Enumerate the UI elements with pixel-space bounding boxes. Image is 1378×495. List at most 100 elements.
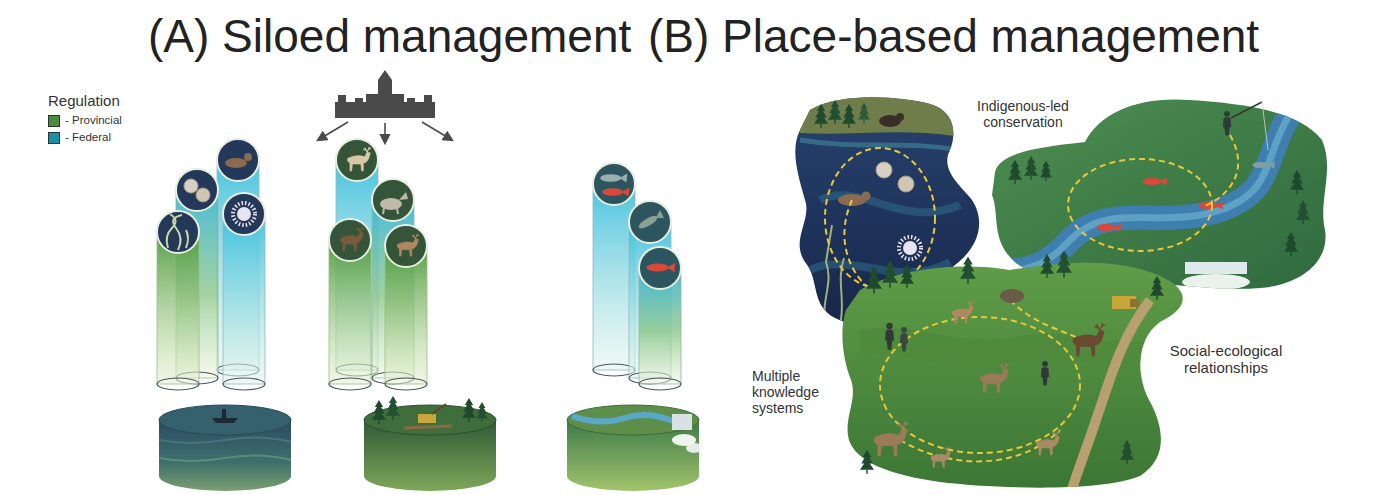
species-column [225, 158, 247, 168]
legend-text: - Federal [65, 131, 111, 145]
legend-swatch [48, 132, 60, 144]
species-column [167, 214, 188, 250]
forest-scene [900, 264, 914, 288]
forest-base-disc [432, 404, 446, 414]
species-column [385, 225, 427, 267]
river-scene [1290, 170, 1304, 194]
theme-label: Multiple knowledge systems [752, 368, 832, 416]
coastal-scene [842, 104, 856, 128]
species-column [176, 169, 218, 211]
coastal-scene [858, 103, 870, 123]
forest-scene [900, 327, 908, 352]
species-column [383, 208, 398, 214]
mandate-arrow [318, 122, 348, 140]
species-column [233, 203, 255, 225]
river-scene [1205, 135, 1238, 206]
forest-base-disc [386, 396, 400, 420]
forest-base-disc [462, 398, 476, 422]
theme-label: Indigenous-led conservation [967, 98, 1079, 130]
species-column [341, 227, 364, 251]
forest-scene [1041, 361, 1049, 386]
species-column [600, 174, 627, 183]
species-column [329, 219, 371, 261]
forest-scene [866, 266, 882, 293]
forest-scene [1056, 250, 1072, 277]
ocean-base-disc [159, 437, 291, 443]
species-column [348, 147, 371, 171]
forest-scene [860, 328, 1150, 365]
forest-scene [882, 260, 898, 287]
forest-scene [842, 263, 1182, 488]
species-column [223, 193, 265, 390]
species-column [157, 211, 199, 253]
species-column [217, 139, 259, 181]
species-column [385, 225, 427, 390]
river-scene [1296, 200, 1310, 224]
species-column [244, 153, 252, 161]
river-scene [1223, 111, 1231, 136]
species-column [329, 378, 371, 390]
species-column [184, 179, 198, 193]
species-column [223, 193, 265, 235]
parliament-symbol [378, 70, 392, 80]
forest-base-disc [364, 405, 496, 435]
river-scene [1068, 159, 1212, 251]
species-column [329, 219, 371, 390]
parliament-symbol [378, 80, 392, 102]
coastal-scene [814, 104, 828, 128]
panel-title: (A) Siloed management [148, 10, 631, 63]
forest-scene [1037, 431, 1060, 455]
species-column [637, 210, 665, 231]
river-base-disc [672, 414, 692, 430]
river-scene [1252, 161, 1275, 169]
forest-scene [1040, 254, 1054, 278]
coastal-scene [828, 100, 842, 124]
river-scene [1096, 223, 1121, 231]
coastal-scene [800, 90, 960, 136]
species-column [639, 247, 681, 289]
coastal-scene [903, 241, 917, 255]
forest-scene [885, 323, 894, 350]
species-column [593, 163, 635, 205]
river-base-disc [567, 405, 702, 491]
forest-scene [860, 289, 1150, 495]
parliament-symbol [335, 70, 435, 118]
species-column [237, 207, 251, 221]
forest-base-disc [372, 400, 386, 424]
forest-scene [1000, 289, 1024, 303]
forest-scene [952, 301, 974, 323]
species-column [385, 378, 427, 390]
river-base-disc [572, 415, 680, 424]
legend-row: - Provincial [48, 114, 122, 128]
ocean-base-disc [159, 405, 291, 435]
species-column [336, 139, 378, 181]
panel-title: (B) Place-based management [648, 10, 1259, 63]
forest-scene [1150, 276, 1164, 300]
coastal-scene [862, 192, 871, 201]
coastal-scene [896, 113, 904, 121]
species-column [223, 378, 265, 390]
forest-scene [1070, 300, 1150, 495]
coastal-scene [825, 148, 935, 288]
forest-scene [880, 317, 1080, 453]
coastal-scene [898, 176, 914, 192]
forest-scene [860, 450, 874, 474]
mandate-arrow [422, 122, 452, 140]
species-column [629, 201, 671, 243]
river-scene [1231, 102, 1262, 118]
parliament-symbol [335, 102, 435, 118]
species-column [372, 179, 414, 221]
forest-scene [1130, 299, 1139, 307]
mandate-arrow [318, 122, 452, 143]
parliament-symbol [407, 98, 415, 103]
forest-scene [1120, 440, 1134, 464]
forest-scene [874, 421, 908, 455]
forest-scene [960, 256, 976, 283]
river-base-disc [567, 405, 699, 435]
forest-base-disc [418, 414, 436, 423]
theme-label: Social-ecological relationships [1158, 342, 1294, 377]
ocean-base-disc [159, 405, 291, 491]
river-scene [1008, 160, 1022, 184]
forest-scene [931, 447, 951, 468]
